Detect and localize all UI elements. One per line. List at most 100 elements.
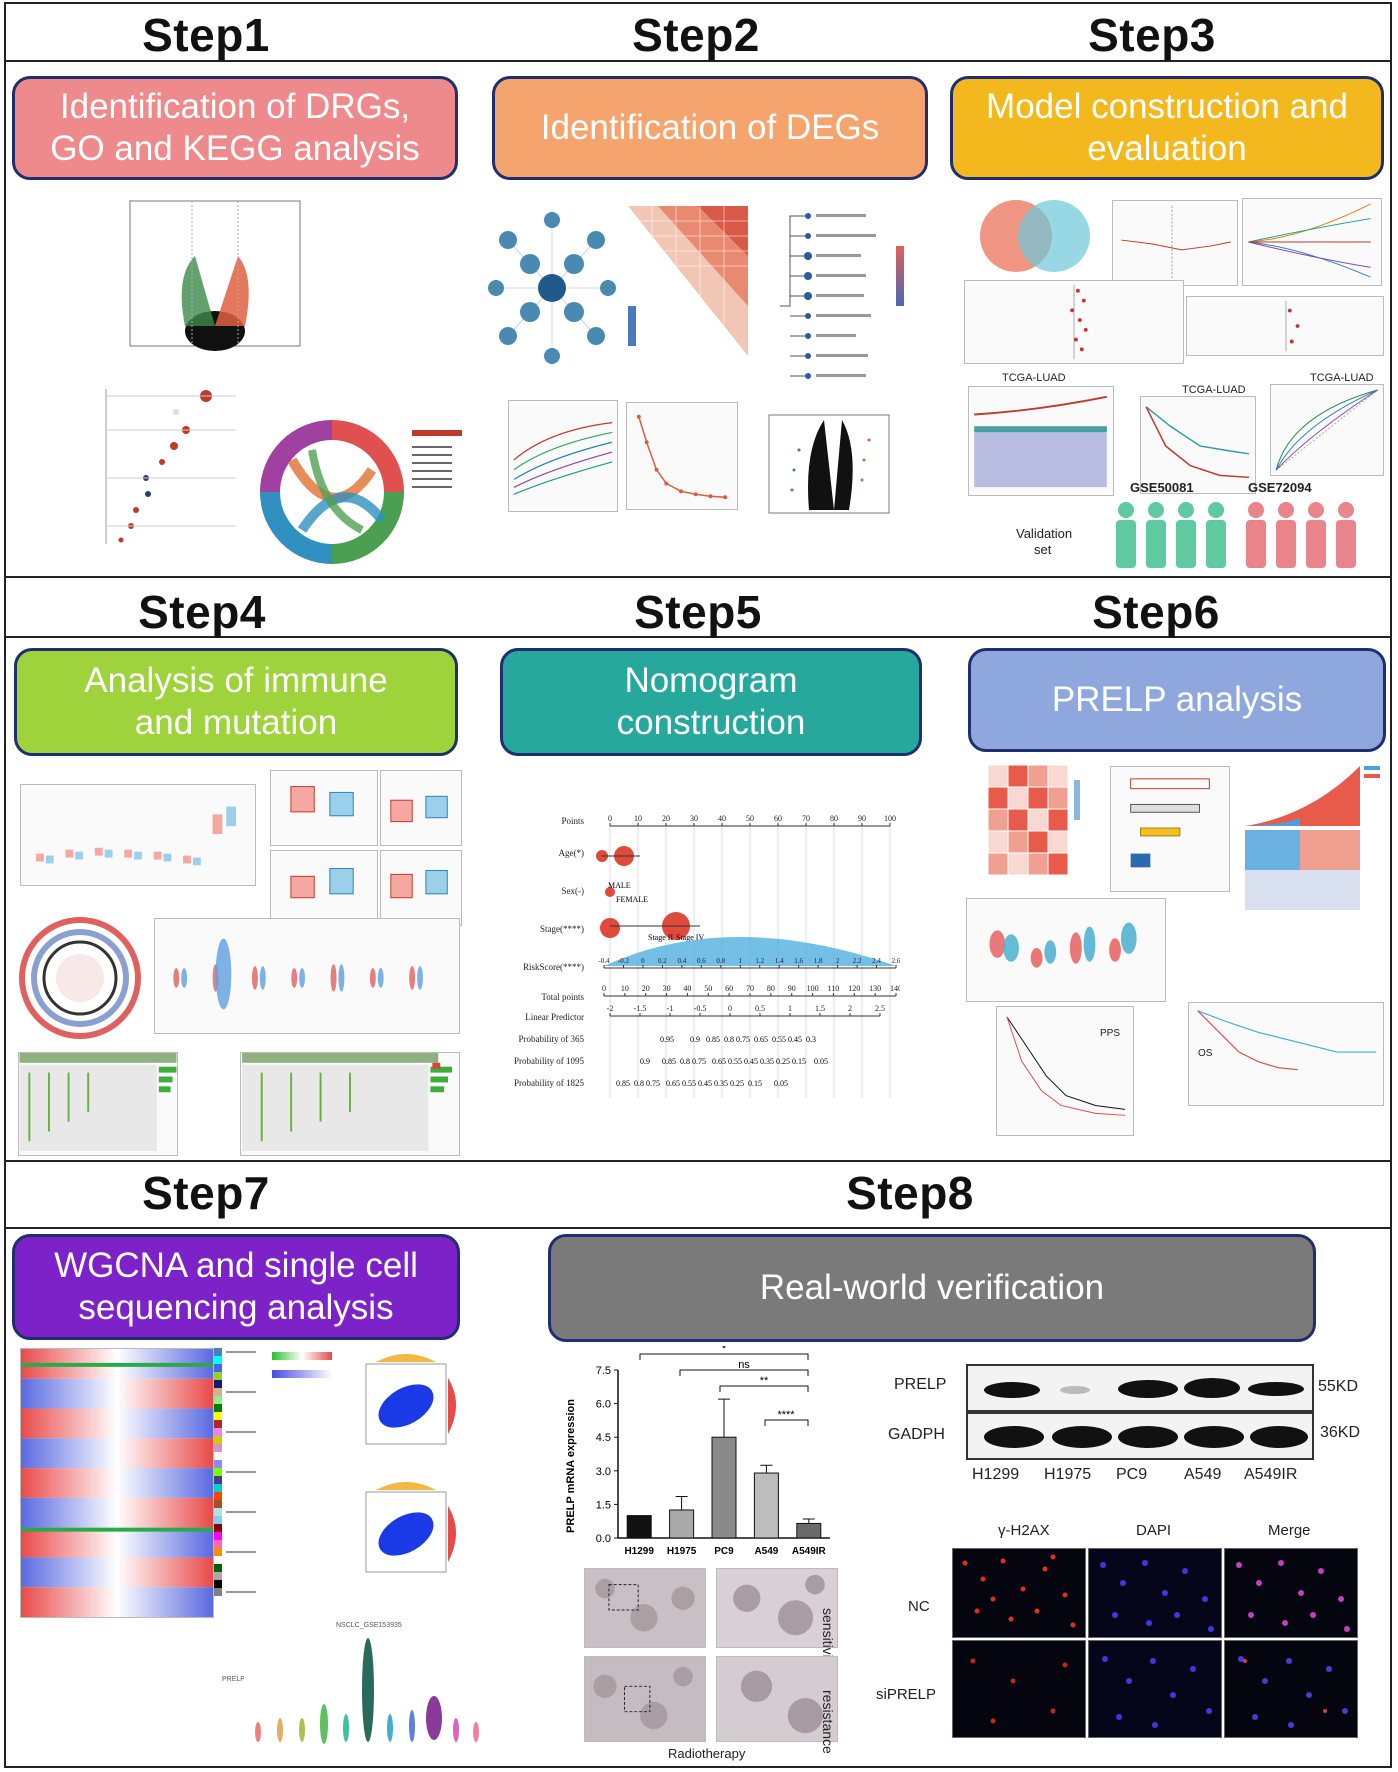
- stromalscore-boxplot: [380, 770, 462, 846]
- ihc-row2-label: resistance: [820, 1690, 836, 1754]
- kegg-enrichment-tree: [776, 206, 928, 396]
- totalpoints-tick-label: 0: [602, 984, 606, 993]
- points-tick-label: 20: [662, 814, 670, 823]
- box-step1: Identification of DRGs,GO and KEGG analy…: [12, 76, 458, 180]
- totalpoints-tick-label: 60: [725, 984, 733, 993]
- riskscore-tick-label: 1.6: [794, 957, 803, 965]
- ihc-sensitivity-low: [584, 1568, 706, 1648]
- bar-ytick-label: 7.5: [596, 1365, 611, 1377]
- step3-title: Step3: [1088, 9, 1216, 61]
- bar-ytick-label: 1.5: [596, 1499, 611, 1511]
- tcga-label-1: TCGA-LUAD: [1002, 372, 1066, 384]
- sig-2: ns: [738, 1359, 750, 1371]
- lasso-coefficient-plot: [1242, 198, 1382, 286]
- nomo-row-label-7: Probability of 365: [519, 1034, 585, 1044]
- nomo-row-label-6: Linear Predictor: [525, 1012, 584, 1022]
- tumorpurity-boxplot: [270, 770, 378, 846]
- linear-tick-label: -1: [667, 1004, 674, 1013]
- nsclc-title: NSCLC_GSE153935: [336, 1622, 402, 1629]
- blot-band: [984, 1426, 1044, 1448]
- totalpoints-tick-label: 70: [746, 984, 754, 993]
- box8-line1: Real-world verification: [759, 1268, 1105, 1307]
- if-col-2: DAPI: [1136, 1522, 1172, 1539]
- if-si-merge: [1224, 1640, 1358, 1738]
- univariate-cox-forest: [964, 280, 1184, 364]
- blot-prelp-row: [966, 1364, 1314, 1412]
- prelp-axis-label: PRELP: [222, 1676, 245, 1683]
- riskscore-tick-label: 2.2: [853, 957, 862, 965]
- nomo-stage-ii: Stage II: [648, 933, 673, 942]
- nomo-p1825: 0.85 0.8 0.75 0.65 0.55 0.45 0.35 0.25 0…: [616, 1079, 788, 1088]
- nomo-row-label-5: Total points: [541, 992, 584, 1002]
- bar-ylabel: PRELP mRNA expression: [565, 1399, 577, 1533]
- if-nc-gh2ax: [952, 1548, 1086, 1638]
- blot-band: [1052, 1426, 1112, 1448]
- points-tick-label: 60: [774, 814, 782, 823]
- if-nc-dapi: [1088, 1548, 1222, 1638]
- box-step8: Real-world verification: [548, 1234, 1316, 1342]
- points-tick-label: 100: [884, 814, 896, 823]
- riskscore-tick-label: -0.4: [598, 957, 610, 965]
- if-row-2: siPRELP: [876, 1686, 937, 1703]
- wgcna-fit-plot: [508, 400, 618, 512]
- totalpoints-tick-label: 20: [642, 984, 650, 993]
- prelp-correlation-heatmap: [978, 760, 1098, 886]
- immune-cell-boxplot: [20, 784, 256, 886]
- roc-curve-tcga: [1270, 384, 1384, 476]
- estimatescore-boxplot: [380, 850, 462, 926]
- cohort-icon-gse50081: [1110, 498, 1234, 570]
- box3-line2: evaluation: [1087, 129, 1247, 168]
- points-tick-label: 40: [718, 814, 726, 823]
- nomogram: Points Age(*) Sex(-) Stage(****) RiskSco…: [500, 808, 902, 1148]
- linear-tick-label: -0.5: [694, 1004, 707, 1013]
- linear-tick-label: -1.5: [634, 1004, 647, 1013]
- linear-tick-label: 1.5: [815, 1004, 825, 1013]
- linear-tick-label: -2: [607, 1004, 614, 1013]
- riskscore-tick-label: 2.6: [892, 957, 900, 965]
- correlation-triangle-heatmap: [628, 206, 764, 362]
- totalpoints-tick-label: 90: [788, 984, 796, 993]
- box7-line1: WGCNA and single cell: [54, 1246, 418, 1285]
- divider-row3: [4, 1160, 1392, 1162]
- totalpoints-tick-label: 110: [828, 984, 840, 993]
- step4-title: Step4: [138, 586, 266, 638]
- riskscore-tick-label: 2: [836, 957, 840, 965]
- linear-tick-label: 2: [848, 1004, 852, 1013]
- totalpoints-tick-label: 140: [890, 984, 900, 993]
- blot-lane-2: H1975: [1044, 1466, 1092, 1483]
- immune-violin-plot: [154, 918, 460, 1034]
- blot-kd1: 55KD: [1318, 1378, 1359, 1395]
- blot-band: [1184, 1378, 1240, 1398]
- blot-lane-1: H1299: [972, 1466, 1020, 1483]
- nomo-row-label-9: Probability of 1825: [514, 1078, 584, 1088]
- if-col-3: Merge: [1268, 1522, 1311, 1539]
- ppi-network: [488, 210, 616, 366]
- nomo-sex-male: MALE: [608, 881, 631, 890]
- sig-3: **: [760, 1375, 769, 1387]
- volcano-plot-drg: [120, 196, 310, 362]
- risk-score-distribution: [968, 386, 1114, 496]
- validation-label-2: set: [1034, 542, 1052, 557]
- if-nc-merge: [1224, 1548, 1358, 1638]
- module-trait-heatmap: [20, 1348, 214, 1618]
- if-row-1: NC: [908, 1598, 930, 1615]
- venn-diagram: [968, 196, 1100, 276]
- nomo-stage-iv: Stage IV: [676, 933, 704, 942]
- blot-lane-5: A549IR: [1244, 1466, 1298, 1483]
- linear-tick-label: 0.5: [755, 1004, 765, 1013]
- points-tick-label: 90: [858, 814, 866, 823]
- divider-row3-title: [4, 1227, 1392, 1229]
- blot-kd2: 36KD: [1320, 1424, 1361, 1441]
- riskscore-tick-label: 1: [739, 957, 743, 965]
- nomo-p365: 0.95 0.9 0.85 0.8 0.75 0.65 0.55 0.45 0.…: [660, 1035, 816, 1044]
- divider-row2: [4, 576, 1392, 578]
- bar-xlabel: A549: [754, 1546, 778, 1557]
- box1-line2: GO and KEGG analysis: [50, 129, 420, 168]
- bar-H1299: [626, 1515, 652, 1539]
- riskscore-tick-label: 2.4: [872, 957, 881, 965]
- totalpoints-tick-label: 80: [767, 984, 775, 993]
- riskscore-tick-label: 0: [641, 957, 645, 965]
- prelp-violin-plot: [966, 898, 1166, 1002]
- box5-line2: construction: [616, 703, 806, 742]
- blot-row2-label: GADPH: [888, 1426, 945, 1443]
